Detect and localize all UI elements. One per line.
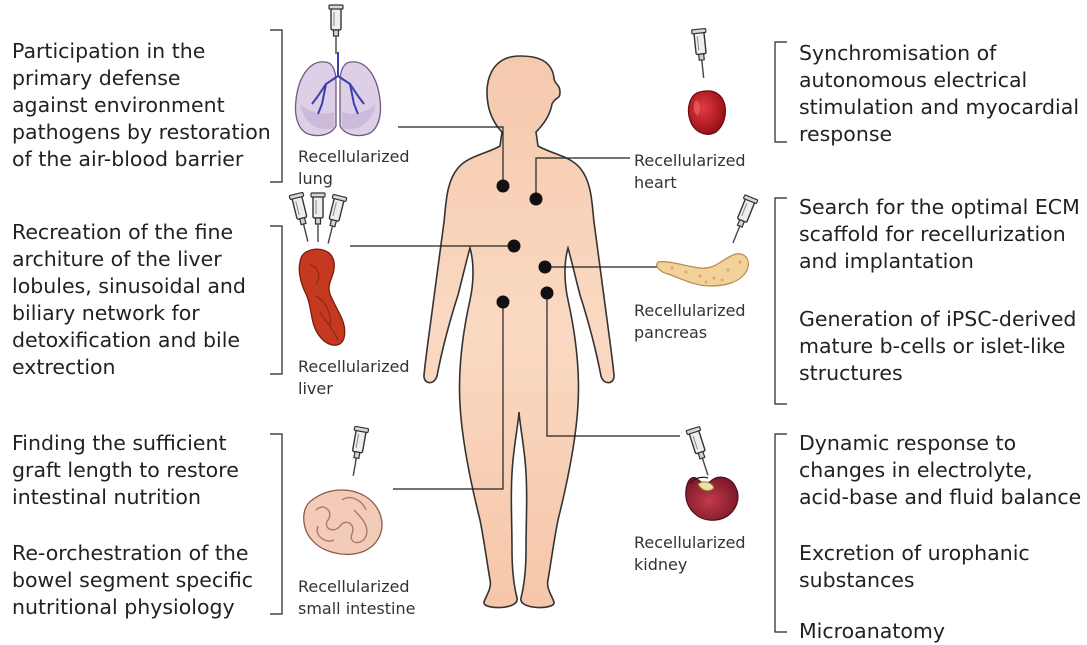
human-body-silhouette <box>424 56 614 608</box>
heart-icon <box>688 28 725 134</box>
small-intestine-icon <box>304 426 382 554</box>
bracket-lung <box>270 30 282 182</box>
liver-function-text: Recreation of the fine architure of the … <box>12 219 246 381</box>
kidney-function-text-1: Dynamic response to changes in electroly… <box>799 430 1081 511</box>
bracket-liver <box>270 226 282 374</box>
marker-liver <box>508 240 521 253</box>
marker-lung <box>497 180 510 193</box>
intestine-function-text-2: Re-orchestration of the bowel segment sp… <box>12 540 253 621</box>
lung-icon <box>296 5 381 136</box>
bracket-heart <box>775 42 787 142</box>
marker-heart <box>530 193 543 206</box>
lung-label: Recellularized lung <box>298 146 410 190</box>
heart-function-text: Synchromisation of autonomous electrical… <box>799 40 1079 148</box>
bracket-kidney <box>775 434 787 632</box>
marker-kidney <box>541 287 554 300</box>
lung-function-text: Participation in the primary defense aga… <box>12 38 271 173</box>
liver-icon <box>289 192 347 345</box>
bracket-pancreas <box>775 198 787 404</box>
liver-label: Recellularized liver <box>298 356 410 400</box>
pancreas-label: Recellularized pancreas <box>634 300 746 344</box>
pancreas-function-text-1: Search for the optimal ECM scaffold for … <box>799 194 1080 275</box>
pancreas-function-text-2: Generation of iPSC-derived mature b-cell… <box>799 306 1076 387</box>
kidney-label: Recellularized kidney <box>634 532 746 576</box>
intestine-function-text-1: Finding the sufficient graft length to r… <box>12 430 239 511</box>
kidney-icon <box>686 426 738 520</box>
kidney-function-text-3: Microanatomy <box>799 618 945 645</box>
marker-pancreas <box>539 261 552 274</box>
intestine-label: Recellularized small intestine <box>298 576 415 620</box>
kidney-function-text-2: Excretion of urophanic substances <box>799 540 1030 594</box>
pancreas-icon <box>657 195 758 286</box>
bracket-intestine <box>270 434 282 614</box>
heart-label: Recellularized heart <box>634 150 746 194</box>
marker-intestine <box>497 296 510 309</box>
